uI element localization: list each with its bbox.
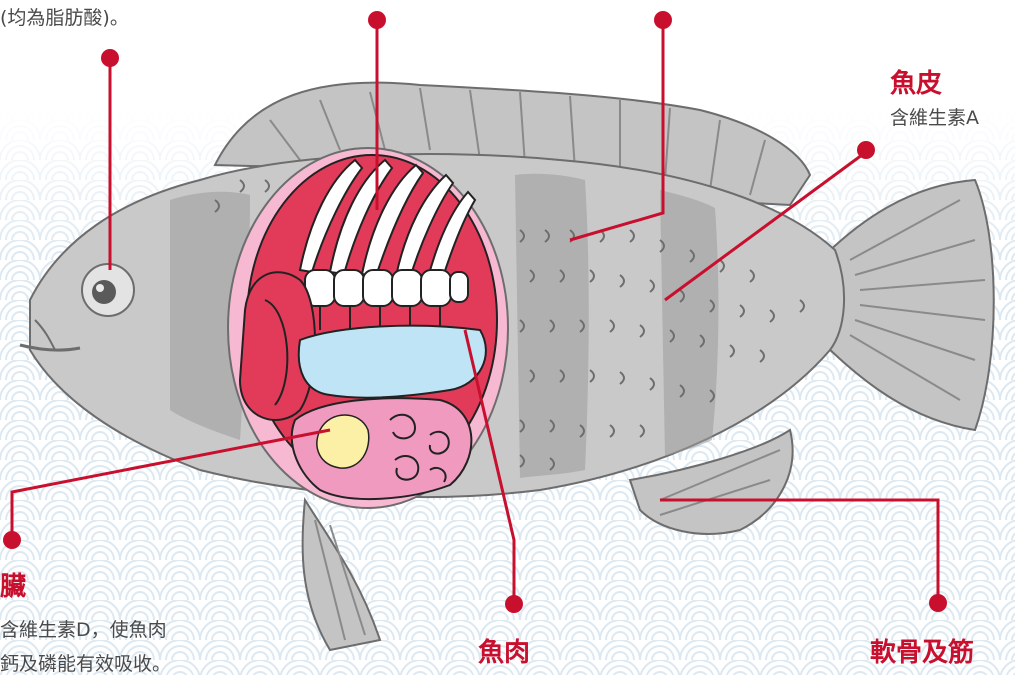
skin-title: 魚皮: [890, 63, 942, 100]
callout-dot: [3, 531, 21, 549]
meat-title: 魚肉: [478, 632, 530, 669]
organ-title: 臟: [0, 566, 26, 603]
callout-dot: [857, 141, 875, 159]
callout-dot: [101, 49, 119, 67]
organ-description-line2: 鈣及磷能有效吸收。: [0, 652, 171, 675]
organ-cutaway: [228, 148, 508, 508]
top-left-label-fragment: (均為脂肪酸)。: [0, 6, 129, 30]
callout-dot: [505, 595, 523, 613]
cartilage-title: 軟骨及筋: [870, 632, 974, 669]
skin-description: 含維生素A: [890, 106, 979, 130]
callout-dot: [654, 11, 672, 29]
organ-description-line1: 含維生素D，使魚肉: [0, 618, 167, 642]
callout-dot: [929, 594, 947, 612]
callout-dot: [368, 11, 386, 29]
